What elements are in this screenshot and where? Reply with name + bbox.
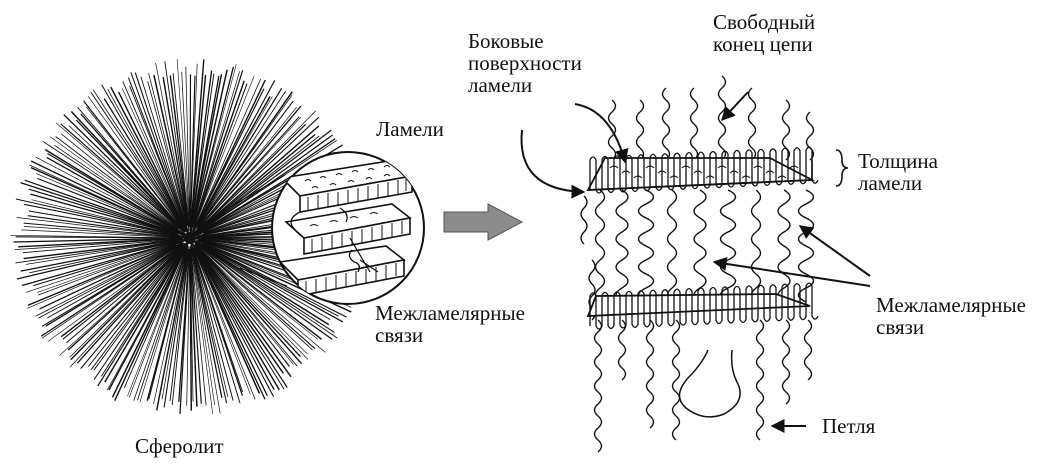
side-surfaces-arrow-lower	[522, 130, 584, 192]
interlamellar-arrow-lower	[714, 262, 870, 286]
spherulite-fibril	[197, 88, 282, 227]
polymer-chain	[752, 190, 761, 302]
process-arrow	[444, 204, 522, 240]
polymer-chain	[721, 190, 736, 302]
amorphous-chains	[581, 76, 814, 452]
label-free-chain-end: Свободный конец цепи	[713, 11, 815, 55]
interlamellar-arrow-upper	[800, 226, 870, 276]
label-interlamellar-right-line2: связи	[876, 316, 1026, 338]
label-spherulite-text: Сферолит	[135, 435, 224, 457]
label-interlamellar-left-line1: Межламелярные	[375, 302, 525, 324]
polymer-chain	[639, 190, 654, 302]
polymer-chain	[663, 88, 670, 160]
label-interlamellar-right-line1: Межламелярные	[876, 294, 1026, 316]
annotation-arrows	[522, 92, 870, 426]
polymer-chain	[596, 190, 605, 302]
label-free-chain-end-line2: конец цепи	[713, 33, 815, 55]
polymer-chain	[805, 320, 812, 380]
label-side-surfaces-line2: поверхности	[468, 52, 582, 74]
label-side-surfaces-line3: ламели	[468, 74, 582, 96]
label-lamella-thickness-line1: Толщина	[858, 150, 938, 172]
polymer-chain	[637, 100, 644, 160]
label-loop: Петля	[822, 415, 875, 437]
label-lamellae-text: Ламели	[376, 118, 444, 140]
polymer-chain	[616, 190, 628, 302]
label-side-surfaces: Боковые поверхности ламели	[468, 30, 582, 96]
thickness-brace	[836, 150, 848, 186]
polymer-chain	[619, 320, 626, 380]
spherulite-nucleus	[184, 232, 196, 244]
label-interlamellar-right: Межламелярные связи	[876, 294, 1026, 338]
polymer-chain	[691, 88, 698, 160]
side-surfaces-arrow-upper	[575, 104, 625, 162]
label-lamellae: Ламели	[376, 118, 444, 140]
polymer-chain	[581, 196, 587, 244]
label-loop-text: Петля	[822, 415, 875, 437]
label-side-surfaces-line1: Боковые	[468, 30, 582, 52]
label-lamella-thickness: Толщина ламели	[858, 150, 938, 194]
loop-chain	[679, 350, 740, 417]
spherulite-fibril	[196, 249, 279, 390]
spherulite-fibril	[190, 74, 191, 222]
polymer-chain	[668, 190, 677, 302]
polymer-chain	[783, 320, 790, 404]
polymer-chain	[595, 320, 602, 452]
label-free-chain-end-line1: Свободный	[713, 11, 815, 33]
polymer-chain	[694, 190, 706, 302]
polymer-chain	[647, 320, 654, 428]
polymer-chain	[757, 320, 764, 440]
label-interlamellar-left-line2: связи	[375, 324, 525, 346]
polymer-chain	[749, 88, 756, 160]
label-lamella-thickness-line2: ламели	[858, 172, 938, 194]
lamella-lower	[588, 283, 818, 329]
polymer-chain	[673, 320, 680, 440]
label-interlamellar-left: Межламелярные связи	[375, 302, 525, 346]
label-spherulite: Сферолит	[135, 435, 224, 457]
